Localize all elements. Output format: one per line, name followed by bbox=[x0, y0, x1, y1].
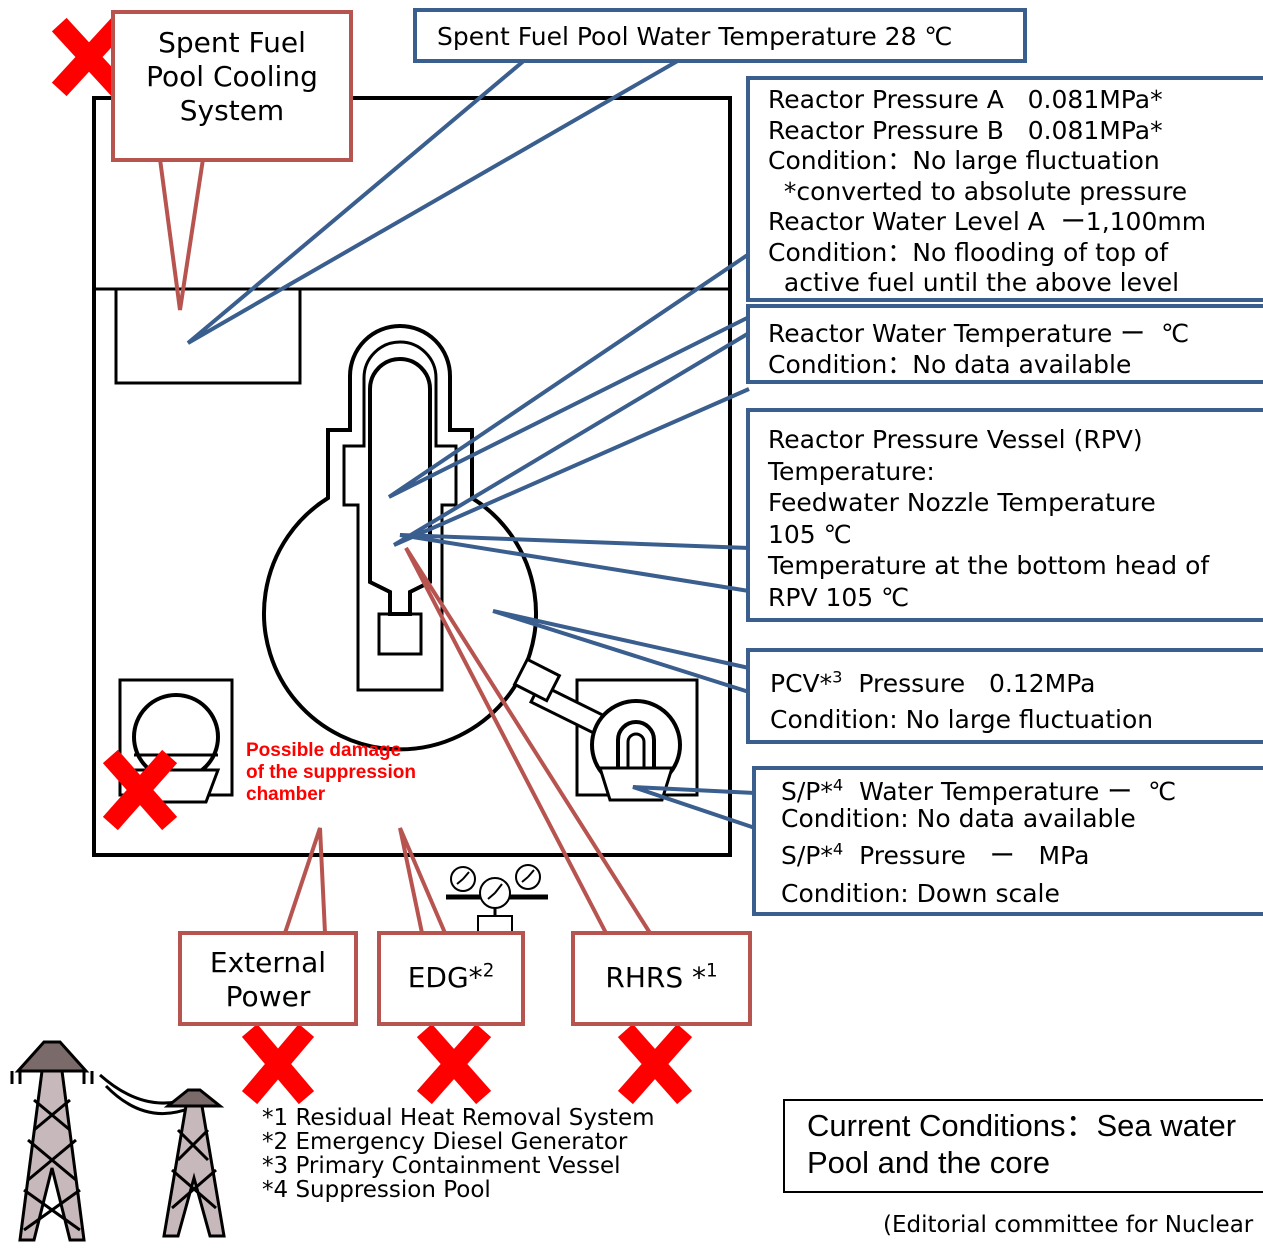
pcv-prefix: PCV* bbox=[770, 669, 833, 698]
footnote-4: *4 Suppression Pool bbox=[262, 1177, 491, 1203]
rhrs-sup: 1 bbox=[706, 960, 718, 982]
rpv-line-2: Temperature: bbox=[768, 456, 935, 486]
sp-sup-1: 4 bbox=[832, 775, 844, 795]
current-conditions-line-1: Current Conditions：Sea water bbox=[807, 1108, 1237, 1143]
rp-line-2: Reactor Pressure B 0.081MPa* bbox=[768, 115, 1163, 145]
pool-cooling-line-1: Spent Fuel bbox=[158, 26, 306, 59]
sp-sup-2: 4 bbox=[832, 839, 844, 859]
footnotes: *1 Residual Heat Removal System *2 Emerg… bbox=[262, 1106, 655, 1202]
edg-sup: 2 bbox=[482, 960, 495, 982]
left-suppression-torus bbox=[132, 693, 220, 781]
reactor-temperature-callout: Reactor Water Temperature ー ℃ Condition：… bbox=[746, 304, 1263, 384]
rt-line-1: Reactor Water Temperature ー ℃ bbox=[768, 319, 1190, 348]
pcv-condition: Condition: No large fluctuation bbox=[770, 705, 1154, 734]
edg-label: EDG*2 bbox=[381, 961, 521, 995]
rhrs-callout: RHRS *1 bbox=[571, 931, 752, 1026]
pool-temp-pointer bbox=[186, 57, 682, 345]
edg-callout: EDG*2 bbox=[377, 931, 525, 1026]
pool-cooling-callout: Spent Fuel Pool Cooling System bbox=[111, 10, 353, 162]
suppression-x-icon bbox=[102, 749, 178, 831]
rpv-line-1: Reactor Pressure Vessel (RPV) bbox=[768, 425, 1143, 454]
right-torus-vent-header-inner bbox=[626, 732, 646, 768]
pool-cooling-x-icon bbox=[51, 17, 127, 97]
footnote-1: *1 Residual Heat Removal System bbox=[262, 1105, 655, 1131]
damage-line-3: chamber bbox=[246, 784, 326, 805]
external-power-pointer bbox=[283, 827, 327, 934]
pcv-pointer bbox=[492, 609, 750, 694]
pcv-callout: PCV*3 Pressure 0.12MPa Condition: No lar… bbox=[746, 648, 1263, 744]
damage-warning: Possible damage of the suppression chamb… bbox=[246, 740, 416, 806]
pcv-inner-wall bbox=[342, 340, 458, 692]
rhrs-text: RHRS * bbox=[605, 961, 707, 994]
pcv-pressure: Pressure 0.12MPa bbox=[842, 669, 1096, 698]
pool-cooling-line-2: Pool Cooling bbox=[146, 60, 318, 93]
current-conditions-line-2: Pool and the core bbox=[807, 1145, 1051, 1180]
sp-water-temp: Water Temperature ー ℃ bbox=[843, 777, 1177, 806]
reactor-pressure-callout: Reactor Pressure A 0.081MPa* Reactor Pre… bbox=[746, 76, 1263, 302]
external-power-x-icon bbox=[241, 1023, 315, 1105]
vent-flange bbox=[512, 657, 562, 703]
footnote-2: *2 Emergency Diesel Generator bbox=[262, 1129, 628, 1155]
failure-marks bbox=[51, 17, 693, 1105]
footnote-3: *3 Primary Containment Vessel bbox=[262, 1153, 621, 1179]
rp-line-7: active fuel until the above level bbox=[768, 268, 1180, 297]
rpv-line-6: RPV 105 ℃ bbox=[768, 582, 910, 612]
pcv-sup: 3 bbox=[832, 667, 843, 687]
edg-x-icon bbox=[416, 1023, 492, 1105]
damage-line-1: Possible damage bbox=[246, 740, 402, 761]
rpv-line-3: Feedwater Nozzle Temperature bbox=[768, 488, 1156, 517]
sp-pressure: Pressure ー MPa bbox=[843, 841, 1090, 870]
rhrs-pointer bbox=[404, 546, 652, 935]
pool-cooling-line-3: System bbox=[179, 94, 285, 127]
pool-cooling-pointer bbox=[158, 158, 205, 311]
transmission-towers-icon bbox=[10, 1040, 226, 1242]
sp-pointer bbox=[632, 785, 756, 830]
external-power-line-2: Power bbox=[225, 980, 311, 1013]
callout-pointers bbox=[158, 57, 756, 935]
current-conditions-box: Current Conditions：Sea water Pool and th… bbox=[783, 1099, 1263, 1193]
sp-condition-2: Condition: Down scale bbox=[781, 879, 1060, 908]
rp-line-1: Reactor Pressure A 0.081MPa* bbox=[768, 85, 1163, 114]
sp-prefix-2: S/P* bbox=[781, 841, 833, 870]
edg-text: EDG* bbox=[407, 961, 483, 994]
rp-line-3: Condition：No large fluctuation bbox=[768, 146, 1160, 175]
sp-temp-line: S/P*4 Water Temperature ー ℃ bbox=[781, 775, 1263, 806]
pcv-pressure-line: PCV*3 Pressure 0.12MPa bbox=[770, 666, 1263, 702]
rpv-temp-pointer bbox=[399, 533, 750, 593]
sp-prefix-1: S/P* bbox=[781, 777, 833, 806]
rpv-lower-section bbox=[377, 612, 423, 656]
rpv-line-5: Temperature at the bottom head of bbox=[768, 551, 1210, 580]
reactor-pressure-pointer bbox=[387, 252, 751, 499]
sp-condition-1: Condition: No data available bbox=[781, 804, 1136, 833]
external-power-line-1: External bbox=[209, 946, 327, 979]
reactor-temp-pointer bbox=[392, 331, 751, 547]
right-torus-vent-header bbox=[616, 720, 656, 770]
gauges-icon bbox=[446, 864, 548, 935]
sp-pressure-line: S/P*4 Pressure ー MPa bbox=[781, 839, 1263, 872]
pool-temperature-text: Spent Fuel Pool Water Temperature 28 ℃ bbox=[437, 22, 953, 51]
rp-line-5: Reactor Water Level A ー1,100mm bbox=[768, 207, 1207, 236]
sp-callout: S/P*4 Water Temperature ー ℃ Condition: N… bbox=[752, 766, 1263, 916]
rp-line-4: *converted to absolute pressure bbox=[768, 176, 1188, 206]
spent-fuel-pool bbox=[114, 287, 302, 385]
pool-temperature-callout: Spent Fuel Pool Water Temperature 28 ℃ bbox=[413, 8, 1027, 63]
source-credit: (Editorial committee for Nuclear bbox=[883, 1212, 1254, 1238]
rhrs-label: RHRS *1 bbox=[575, 961, 748, 995]
external-power-callout: External Power bbox=[178, 931, 358, 1026]
rpv-temperature-callout: Reactor Pressure Vessel (RPV) Temperatur… bbox=[746, 408, 1263, 622]
damage-line-2: of the suppression bbox=[246, 762, 416, 783]
edg-pointer bbox=[398, 827, 447, 934]
rhrs-x-icon bbox=[617, 1023, 693, 1105]
reactor-pressure-vessel bbox=[368, 357, 432, 616]
rt-line-2: Condition：No data available bbox=[768, 350, 1132, 379]
rpv-line-4: 105 ℃ bbox=[768, 519, 852, 549]
rp-line-6: Condition：No flooding of top of bbox=[768, 237, 1169, 267]
